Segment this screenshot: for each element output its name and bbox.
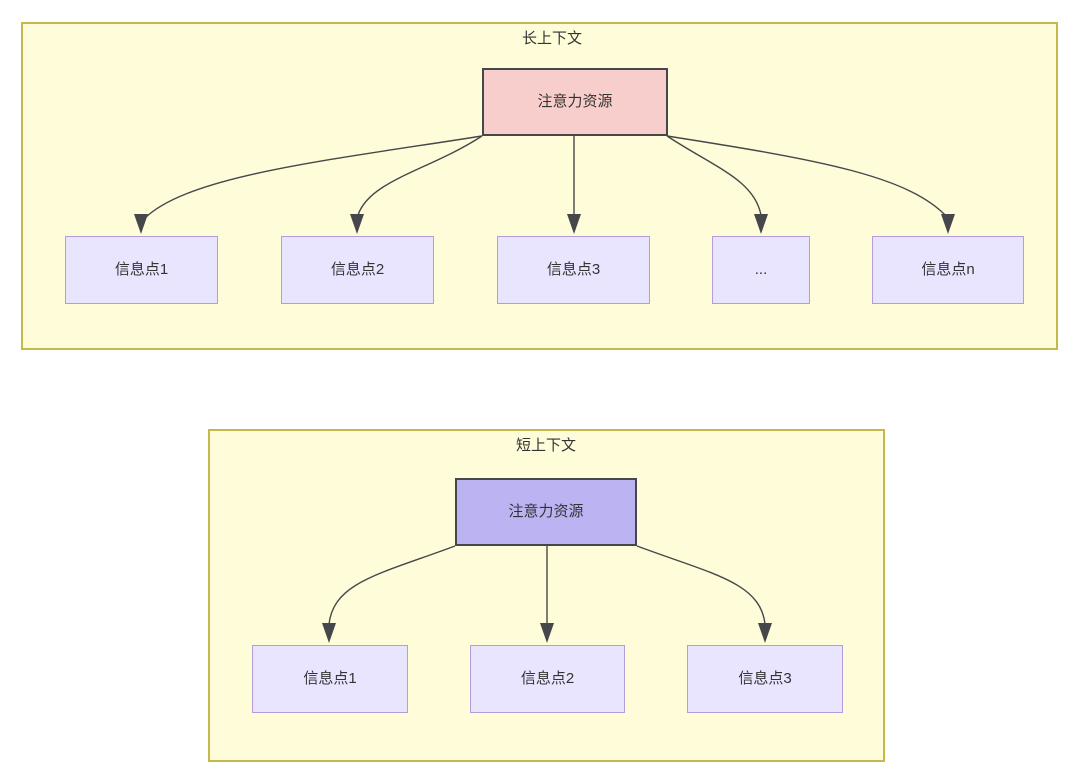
node-info-point-2-long[interactable]: 信息点2 <box>281 236 434 304</box>
node-info-point-1-short[interactable]: 信息点1 <box>252 645 408 713</box>
panel-short-context-title: 短上下文 <box>515 437 576 454</box>
panel-long-context-title: 长上下文 <box>521 30 582 47</box>
node-info-point-3-short[interactable]: 信息点3 <box>687 645 843 713</box>
node-info-point-ellipsis-long[interactable]: ... <box>712 236 810 304</box>
node-info-point-n-long[interactable]: 信息点n <box>872 236 1024 304</box>
node-info-point-3-long[interactable]: 信息点3 <box>497 236 650 304</box>
node-info-point-2-short[interactable]: 信息点2 <box>470 645 625 713</box>
node-attention-resource-long[interactable]: 注意力资源 <box>482 68 668 136</box>
node-attention-resource-short[interactable]: 注意力资源 <box>455 478 637 546</box>
node-info-point-1-long[interactable]: 信息点1 <box>65 236 218 304</box>
